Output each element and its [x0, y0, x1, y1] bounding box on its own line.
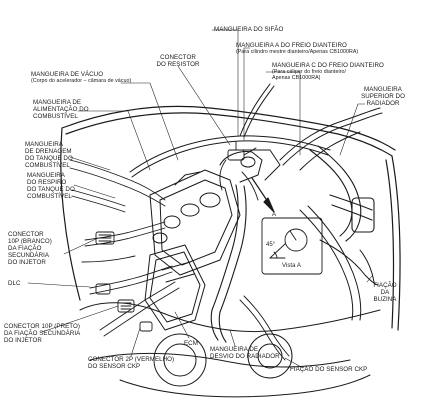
view-a-inset: [261, 217, 323, 275]
label-ecm: ECM: [184, 340, 198, 347]
label-fuel-feed-hose: MANGUEIRA DE ALIMENTAÇÃO DO COMBUSTÍVEL: [33, 99, 89, 120]
label-front-brake-hose-c-note-1: (Para cáliper do freio dianteiro/: [272, 69, 347, 75]
label-front-brake-hose-a-note: (Para cilindro mestre dianteiro/Apenas C…: [236, 49, 359, 55]
label-upper-radiator-hose-l2: SUPERIOR DO: [361, 93, 405, 100]
label-horn-wiring-l1: FIAÇÃO: [373, 282, 397, 289]
label-radiator-bypass-hose-l2: DESVIO DO RADIADOR: [210, 353, 280, 360]
label-front-brake-hose-c: MANGUEIRA C DO FREIO DIANTEIRO: [272, 62, 384, 69]
label-fuel-tank-breather-hose-l1: MANGUEIRA: [27, 172, 65, 179]
radiator-upper-hose: [309, 145, 375, 242]
label-resistor-connector: CONECTOR DO RESISTOR: [148, 54, 208, 68]
ecm-unit: [144, 244, 206, 331]
label-dlc: DLC: [8, 280, 21, 287]
label-10p-white-connector-l2: 10P (BRANCO): [8, 238, 52, 245]
label-10p-white-connector-l5: DO INJETOR: [8, 259, 46, 266]
left-connectors: [95, 231, 153, 332]
label-2p-red-connector-l1: CONECTOR 2P (VERMELHO): [88, 356, 175, 363]
left-harness: [69, 159, 180, 337]
radiator-bypass-hose: [210, 184, 247, 343]
leader-lines: [27, 29, 373, 369]
label-fuel-tank-breather-hose: MANGUEIRA DO RESPIRO DO TANQUE DO COMBUS…: [27, 172, 75, 200]
label-2p-red-connector: CONECTOR 2P (VERMELHO) DO SENSOR CKP: [88, 356, 174, 370]
label-fuel-tank-breather-hose-l2: DO RESPIRO: [27, 179, 67, 186]
label-fuel-feed-hose-l1: MANGUEIRA DE: [33, 99, 82, 106]
label-fuel-tank-breather-hose-l4: COMBUSTÍVEL: [27, 193, 72, 200]
label-vacuum-hose-note: (Corpo do acelerador – câmara de vácuo): [31, 78, 132, 84]
label-radiator-bypass-hose: MANGUEIRA DE DESVIO DO RADIADOR: [210, 346, 280, 360]
label-fuel-tank-drain-hose-l1: MANGUEIRA: [25, 141, 63, 148]
label-front-brake-hose-a: MANGUEIRA A DO FREIO DIANTEIRO: [236, 42, 347, 49]
ckp-wiring: [239, 295, 290, 361]
label-10p-white-connector-l3: DA FIAÇÃO: [8, 245, 42, 252]
label-10p-black-connector-l2: DA FIAÇÃO SECUNDÁRIA: [4, 330, 81, 337]
label-siphon-hose: MANGUEIRA DO SIFÃO: [214, 26, 284, 33]
label-10p-white-connector-l1: CONECTOR: [8, 231, 44, 238]
label-vacuum-hose: MANGUEIRA DE VÁCUO: [31, 71, 104, 78]
label-10p-black-connector: CONECTOR 10P (PRETO) DA FIAÇÃO SECUNDÁRI…: [4, 323, 80, 344]
label-ckp-sensor-wiring: FIAÇÃO DO SENSOR CKP: [290, 366, 368, 373]
label-resistor-connector-l2: DO RESISTOR: [156, 61, 200, 68]
brake-hoses: [129, 83, 383, 178]
throttle-body: [149, 149, 281, 276]
label-fuel-tank-drain-hose: MANGUEIRA DE DRENAGEM DO TANQUE DO COMBU…: [25, 141, 73, 169]
right-frame: [299, 205, 379, 321]
label-fuel-tank-drain-hose-l4: COMBUSTÍVEL: [25, 162, 70, 169]
label-upper-radiator-hose-l3: RADIADOR: [366, 100, 400, 107]
label-angle: 45°: [266, 242, 276, 248]
label-view-a: Vista A: [282, 263, 301, 269]
label-horn-wiring-l2: DA: [380, 289, 390, 296]
label-2p-red-connector-l2: DO SENSOR CKP: [88, 363, 141, 370]
label-front-brake-hose-c-note-2: Apenas CB1000RA): [272, 75, 321, 81]
label-fuel-feed-hose-l2: ALIMENTAÇÃO DO: [33, 106, 89, 113]
label-upper-radiator-hose-l1: MANGUEIRA: [364, 86, 402, 93]
resistor-connector: [219, 141, 259, 201]
label-resistor-connector-l1: CONECTOR: [160, 54, 196, 61]
label-fuel-feed-hose-l3: COMBUSTÍVEL: [33, 113, 78, 120]
label-horn-wiring-l3: BUZINA: [373, 296, 397, 303]
label-10p-white-connector: CONECTOR 10P (BRANCO) DA FIAÇÃO SECUNDÁR…: [8, 231, 52, 266]
label-upper-radiator-hose: MANGUEIRA SUPERIOR DO RADIADOR: [354, 86, 412, 107]
label-fuel-tank-drain-hose-l2: DE DRENAGEM: [25, 148, 72, 155]
label-10p-white-connector-l4: SECUNDÁRIA: [8, 252, 50, 259]
label-fuel-tank-drain-hose-l3: DO TANQUE DO: [25, 155, 73, 162]
view-a-arrow: [251, 177, 275, 213]
label-arrow-a: A: [272, 212, 277, 218]
label-radiator-bypass-hose-l1: MANGUEIRA DE: [210, 346, 259, 353]
label-10p-black-connector-l1: CONECTOR 10P (PRETO): [4, 323, 80, 330]
label-horn-wiring: FIAÇÃO DA BUZINA: [362, 282, 408, 303]
crankcase: [79, 302, 381, 398]
frame-outline: [60, 105, 401, 331]
label-fuel-tank-breather-hose-l3: DO TANQUE DO: [27, 186, 75, 193]
label-10p-black-connector-l3: DO INJETOR: [4, 337, 42, 344]
